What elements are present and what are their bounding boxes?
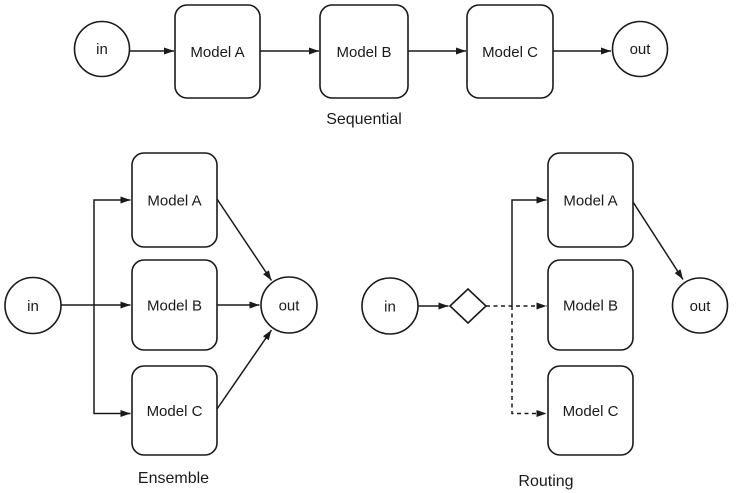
- sequential-model-c-label: Model C: [482, 44, 538, 61]
- ensemble-model-c-label: Model C: [147, 403, 203, 420]
- routing-output-node: [671, 277, 729, 334]
- ensemble-input-label: in: [27, 298, 39, 315]
- ensemble-model-b-label: Model B: [147, 298, 202, 315]
- routing-model-a-box: [547, 152, 634, 248]
- ensemble-section: in Model A Model B Model C out Ensemble: [4, 152, 318, 487]
- routing-model-b-label: Model B: [563, 298, 618, 315]
- sequential-caption: Sequential: [326, 111, 402, 128]
- ensemble-edge-in-to-a: [93, 196, 131, 305]
- ensemble-output-node: [260, 276, 318, 334]
- ensemble-model-a-label: Model A: [147, 193, 201, 210]
- sequential-section: in Model A Model B Model C out Sequentia…: [73, 4, 669, 128]
- routing-section: in Model A Model B Model C out Routing: [361, 152, 729, 490]
- ensemble-edge-c-to-out: [216, 329, 273, 410]
- routing-output-label: out: [690, 298, 712, 315]
- ensemble-output-label: out: [279, 298, 301, 315]
- routing-model-c-box: [547, 365, 634, 456]
- sequential-output-node: [611, 20, 669, 78]
- routing-model-c-label: Model C: [563, 403, 619, 420]
- routing-edge-a-to-out: [632, 201, 684, 280]
- sequential-model-b-label: Model B: [336, 44, 391, 61]
- ensemble-model-c-box: [131, 365, 218, 456]
- routing-input-label: in: [384, 299, 396, 316]
- routing-edge-router-to-a: [511, 196, 547, 306]
- routing-model-b-box: [547, 259, 634, 351]
- routing-decision-diamond-icon: [448, 287, 488, 325]
- sequential-model-a-label: Model A: [190, 44, 244, 61]
- ensemble-caption: Ensemble: [138, 470, 209, 487]
- sequential-output-label: out: [630, 41, 652, 58]
- ensemble-edge-in-to-c: [93, 305, 131, 417]
- routing-caption: Routing: [518, 473, 573, 490]
- sequential-input-label: in: [96, 41, 108, 58]
- routing-model-a-label: Model A: [563, 193, 617, 210]
- routing-edge-router-to-c: [511, 306, 547, 417]
- ensemble-edge-a-to-out: [216, 198, 273, 281]
- sequential-input-node: [73, 20, 131, 78]
